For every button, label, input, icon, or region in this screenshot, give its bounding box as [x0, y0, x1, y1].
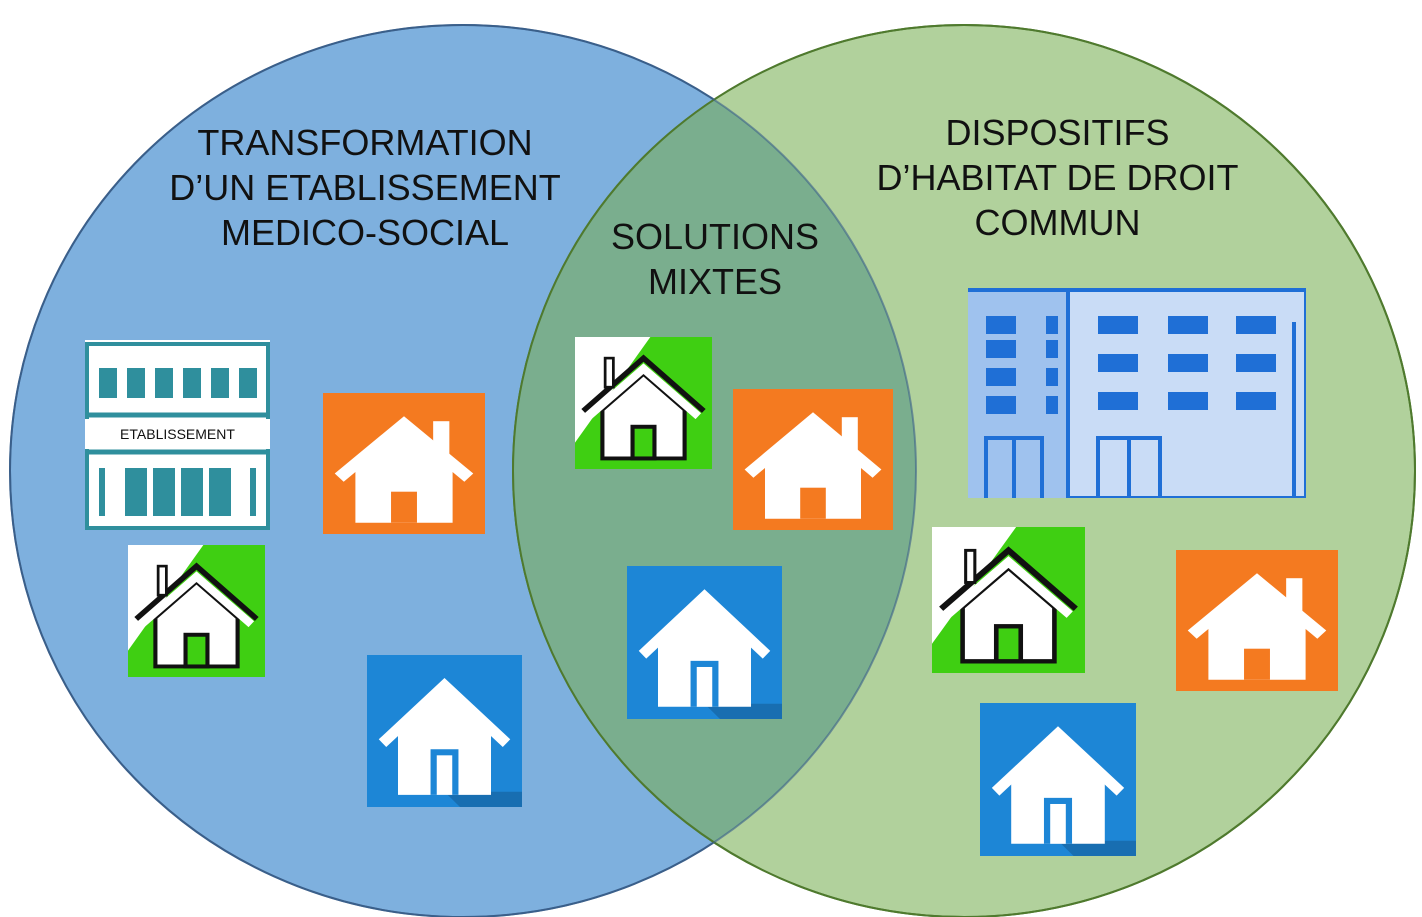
- right-set-label-line: D’HABITAT DE DROIT: [876, 157, 1239, 198]
- right-set-label-line: COMMUN: [974, 202, 1141, 243]
- orange-house-icon: [323, 393, 485, 534]
- building-establishment-icon: ETABLISSEMENT: [85, 340, 270, 530]
- orange-house-icon: [733, 389, 893, 530]
- blue-house-icon: [980, 703, 1136, 856]
- left-set-label-line: MEDICO-SOCIAL: [220, 212, 510, 253]
- left-set-label-line: TRANSFORMATION: [197, 122, 533, 163]
- apartment-building-icon: [968, 288, 1306, 498]
- right-set-label: DISPOSITIFS D’HABITAT DE DROIT COMMUN: [845, 110, 1270, 245]
- left-set-label-line: D’UN ETABLISSEMENT: [169, 167, 561, 208]
- orange-house-icon: [1176, 550, 1338, 691]
- right-set-label-line: DISPOSITIFS: [945, 112, 1170, 153]
- overlap-label: SOLUTIONS MIXTES: [590, 214, 840, 304]
- overlap-label-line: SOLUTIONS: [610, 216, 820, 257]
- blue-house-icon: [627, 566, 782, 719]
- blue-house-icon: [367, 655, 522, 807]
- overlap-label-line: MIXTES: [647, 261, 782, 302]
- green-house-icon: [932, 527, 1085, 673]
- establishment-caption: ETABLISSEMENT: [85, 419, 270, 449]
- green-house-icon: [575, 337, 712, 469]
- green-house-icon: [128, 545, 265, 677]
- left-set-label: TRANSFORMATION D’UN ETABLISSEMENT MEDICO…: [150, 120, 580, 255]
